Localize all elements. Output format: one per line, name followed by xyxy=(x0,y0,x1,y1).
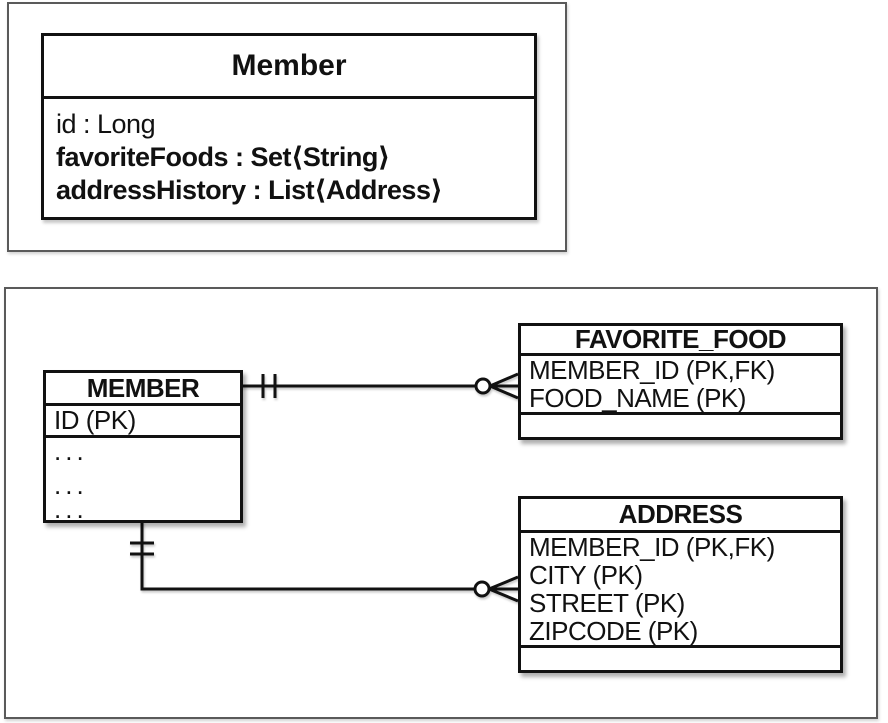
favorite-food-table: FAVORITE_FOOD MEMBER_ID (PK,FK) FOOD_NAM… xyxy=(518,323,843,440)
exactly-one-ticks-icon xyxy=(261,374,277,398)
member-table-row-id: ID (PK) xyxy=(46,406,240,438)
member-address-relationship-line xyxy=(130,521,519,603)
address-row-city: CITY (PK) xyxy=(529,560,643,590)
address-row-street: STREET (PK) xyxy=(529,588,685,618)
favorite-food-row-food-name: FOOD_NAME (PK) xyxy=(529,383,746,413)
class-attribute-favoritefoods: favoriteFoods : Set⟨String⟩ xyxy=(56,142,390,172)
address-table: ADDRESS MEMBER_ID (PK,FK) CITY (PK) STRE… xyxy=(518,496,843,673)
address-table-rows: MEMBER_ID (PK,FK) CITY (PK) STREET (PK) … xyxy=(521,533,840,648)
class-attribute-id: id : Long xyxy=(56,109,156,139)
favorite-food-table-rows: MEMBER_ID (PK,FK) FOOD_NAME (PK) xyxy=(521,356,840,415)
member-class-box: Member id : Long favoriteFoods : Set⟨Str… xyxy=(41,33,537,220)
member-table-ellipsis-area: ... ... ... xyxy=(46,436,240,524)
member-class-title: Member xyxy=(44,36,534,99)
zero-or-many-crowfoot-icon xyxy=(474,372,519,400)
member-class-attributes: id : Long favoriteFoods : Set⟨String⟩ ad… xyxy=(44,99,534,216)
favorite-food-empty-row xyxy=(521,415,840,437)
favorite-food-row-member-id: MEMBER_ID (PK,FK) xyxy=(529,355,775,385)
address-table-title: ADDRESS xyxy=(521,499,840,533)
zero-or-many-crowfoot-icon xyxy=(473,575,519,603)
member-table-ellipsis-row: ... xyxy=(54,494,88,524)
address-empty-row xyxy=(521,648,840,670)
member-table-ellipsis-row: ... xyxy=(54,436,88,466)
member-table-ellipsis-row: ... xyxy=(54,470,88,500)
exactly-one-ticks-icon xyxy=(130,541,154,556)
address-row-zipcode: ZIPCODE (PK) xyxy=(529,616,698,646)
class-attribute-addresshistory: addressHistory : List⟨Address⟩ xyxy=(56,175,443,205)
er-connectors-layer xyxy=(130,372,519,603)
member-table-title: MEMBER xyxy=(46,373,240,406)
member-favoritefood-relationship-line xyxy=(241,372,519,400)
member-table: MEMBER ID (PK) ... ... ... xyxy=(43,370,243,523)
favorite-food-table-title: FAVORITE_FOOD xyxy=(521,326,840,356)
er-diagram-panel: MEMBER ID (PK) ... ... ... FAVORITE_FOOD… xyxy=(4,287,878,719)
uml-class-panel: Member id : Long favoriteFoods : Set⟨Str… xyxy=(7,2,567,252)
address-row-member-id: MEMBER_ID (PK,FK) xyxy=(529,532,775,562)
